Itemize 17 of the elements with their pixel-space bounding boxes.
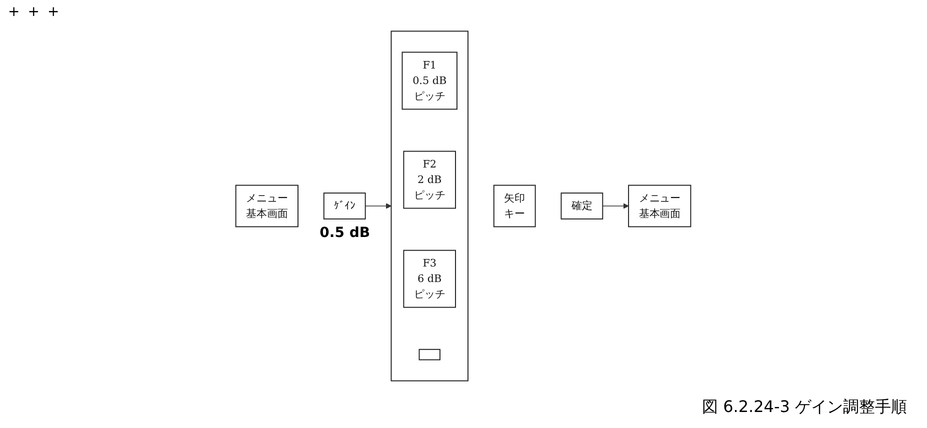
figure-caption: 図 6.2.24-3 ゲイン調整手順: [702, 397, 907, 418]
value-caption: 0.5 dB: [320, 224, 370, 241]
node-box: F3 6 dB ピッチ: [403, 250, 456, 308]
arrow: [365, 203, 392, 209]
node-box: ｹﾞｲﾝ: [324, 192, 366, 220]
plus-sign: +: [8, 4, 20, 20]
node-box: メニュー 基本画面: [236, 184, 299, 228]
plus-sign: +: [47, 4, 60, 20]
node-box: メニュー 基本画面: [628, 184, 692, 228]
arrow: [602, 203, 630, 209]
node-box: F1 0.5 dB ピッチ: [402, 52, 458, 110]
node-box: [418, 348, 441, 360]
node-box: F2 2 dB ピッチ: [403, 150, 456, 209]
plus-sign: +: [28, 4, 40, 20]
node-box: 矢印 キー: [494, 184, 536, 228]
cluster: [390, 30, 469, 382]
node-box: 確定: [560, 192, 604, 220]
